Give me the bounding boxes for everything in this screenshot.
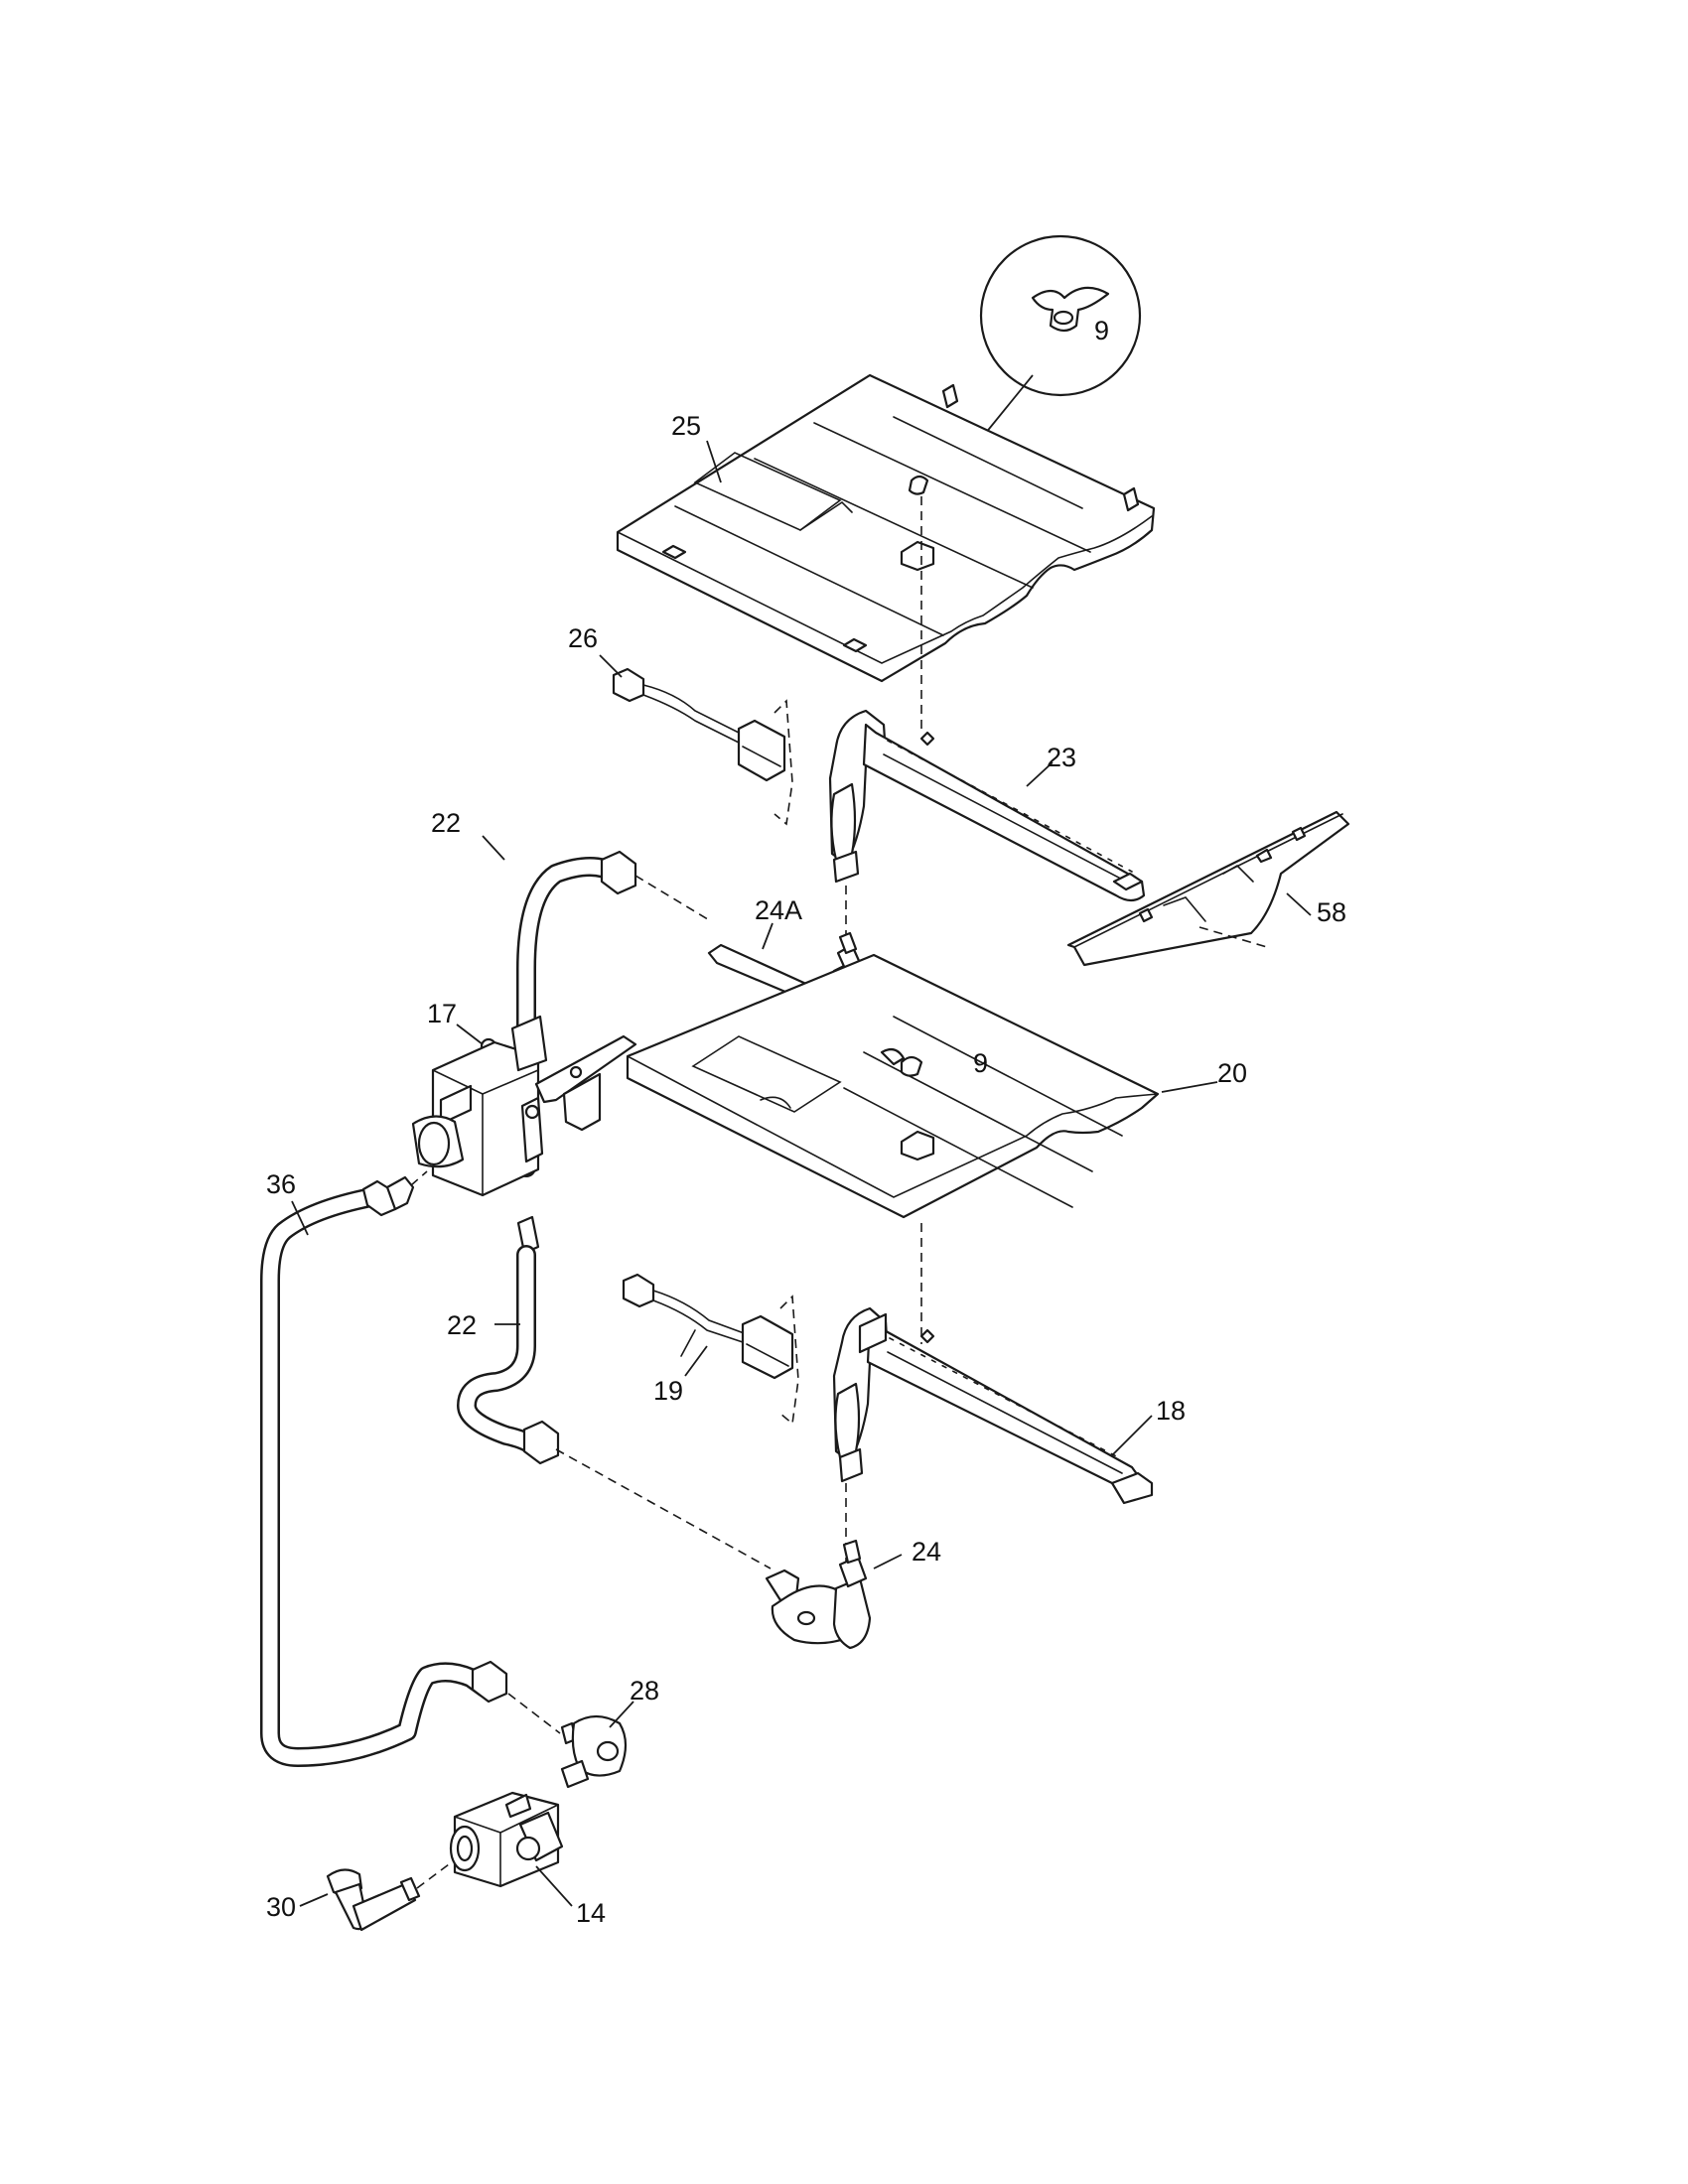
callout-14: 14 (576, 1898, 606, 1928)
tube-22-top (482, 835, 712, 1177)
upper-burner-tube-23 (828, 709, 1146, 902)
callout-28: 28 (630, 1676, 659, 1706)
upper-baffle-25 (616, 373, 1156, 683)
callout-36: 36 (266, 1169, 296, 1199)
callout-23: 23 (1047, 743, 1076, 772)
tube-22-bottom (457, 1215, 772, 1570)
lower-igniter-19 (622, 1273, 799, 1426)
support-bracket-58 (1066, 810, 1350, 967)
upper-igniter-26 (599, 654, 793, 826)
callout-22-top: 22 (431, 808, 461, 838)
supply-tube-36 (260, 1170, 508, 1767)
fitting-28 (507, 1693, 634, 1789)
callout-9-detail: 9 (1094, 316, 1109, 345)
lower-burner-tube-18 (832, 1306, 1154, 1505)
callout-58: 58 (1317, 897, 1346, 927)
callout-9: 9 (973, 1048, 988, 1078)
callout-20: 20 (1217, 1058, 1247, 1088)
callout-25: 25 (671, 411, 701, 441)
callout-18: 18 (1156, 1396, 1186, 1426)
callout-24a: 24A (755, 895, 802, 925)
callout-26: 26 (568, 623, 598, 653)
callout-30: 30 (266, 1892, 296, 1922)
manifold-valve (411, 1015, 637, 1197)
callout-19: 19 (653, 1376, 683, 1406)
orifice-holder-24 (765, 1539, 903, 1650)
regulator-14 (449, 1791, 573, 1907)
callout-24: 24 (912, 1537, 941, 1567)
wing-nut-detail-circle (936, 234, 1142, 493)
lower-baffle-20 (626, 953, 1218, 1219)
callout-17: 17 (427, 999, 457, 1028)
callout-22-bottom: 22 (447, 1310, 477, 1340)
elbow-30 (299, 1863, 450, 1932)
